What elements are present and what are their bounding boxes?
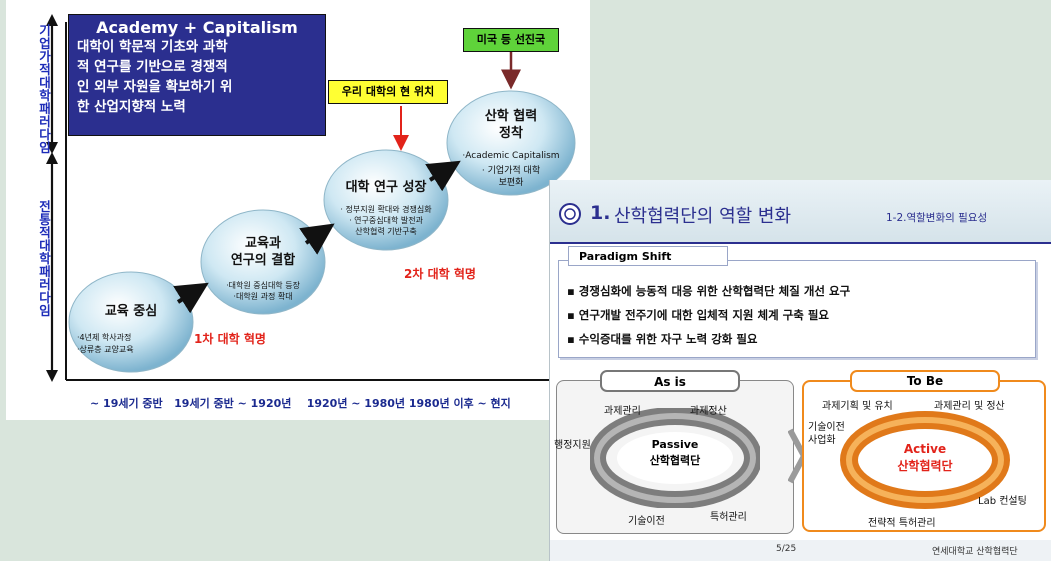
to-be-tag-mgmt-settlement: 과제관리 및 정산 (934, 401, 1005, 412)
info-line-4: 한 산업지향적 노력 (77, 99, 186, 115)
header-divider (550, 242, 1051, 244)
stage-1-bullet-2: ·상류층 교양교육 (77, 345, 134, 354)
stage-bubble-4 (446, 90, 576, 196)
revolution-2-label: 2차 대학 혁명 (404, 267, 476, 281)
revolution-1-label: 1차 대학 혁명 (194, 332, 266, 346)
as-is-tag-tech-transfer: 기술이전 (628, 516, 665, 527)
as-is-center-line-1: Passive (651, 438, 699, 451)
as-is-ring (590, 408, 760, 508)
bullet-1: ▪ 경쟁심화에 능동적 대응 위한 산학협력단 체질 개선 요구 (567, 284, 851, 298)
callout-advanced-countries: 미국 등 선진국 (463, 28, 559, 52)
progress-arrow-1 (173, 282, 209, 314)
stage-1-title: 교육 중심 (104, 304, 158, 319)
stage-bubble-1 (68, 271, 194, 373)
info-box: Academy + Capitalism 대학이 학문적 기초와 과학 적 연구… (68, 14, 326, 136)
stage-1-bullet-1: ·4년제 학사과정 (77, 333, 132, 342)
to-be-center-line-2: 산학협력단 (897, 459, 953, 473)
stage-4-bullet-2: · 기업가적 대학 (481, 166, 541, 176)
info-line-3: 인 외부 자원을 확보하기 위 (77, 79, 233, 95)
stage-4-title-line-2: 정착 (499, 126, 523, 141)
left-slide: 기업가적 대학패러다임 전통적 대학패러다임 Academy + Capital… (6, 0, 590, 420)
paradigm-shift-label: Paradigm Shift (568, 246, 728, 266)
timeline-labels: ~ 19세기 중반 19세기 중반 ~ 1920년 1920년 ~ 1980년 … (90, 397, 511, 410)
stage-4-bullet-3: 보편화 (498, 178, 524, 188)
to-be-tag-tech-transfer: 기술이전 (808, 422, 845, 433)
info-box-title: Academy + Capitalism (96, 18, 298, 37)
stage-2-title-line-2: 연구의 결합 (230, 253, 296, 268)
stage-bubble-2 (200, 209, 326, 315)
to-be-tag-planning: 과제기획 및 유치 (822, 401, 893, 412)
info-line-2: 적 연구를 기반으로 경쟁적 (77, 59, 228, 75)
stage-2-bullet-2: ·대학원 과정 확대 (233, 292, 293, 301)
stage-2-bullet-1: ·대학원 중심대학 등장 (226, 281, 300, 290)
stage-2-title-line-1: 교육과 (245, 236, 281, 251)
as-is-center-line-2: 산학협력단 (649, 454, 701, 467)
bullet-2: ▪ 연구개발 전주기에 대한 입체적 지원 체계 구축 필요 (567, 308, 830, 322)
slide-subtitle: 1-2.역할변화의 필요성 (886, 212, 988, 224)
slide-footer: 5/25 연세대학교 산학협력단 (550, 540, 1051, 561)
stage-3-bullet-2: · 연구중심대학 발전과 (349, 216, 423, 225)
progress-arrow-2 (299, 223, 335, 255)
as-is-tag-project-mgmt: 과제관리 (604, 406, 641, 417)
page-number: 5/25 (776, 544, 797, 554)
stage-4-title-line-1: 산학 협력 (484, 109, 538, 124)
slide-title: 산학협력단의 역할 변화 (614, 206, 792, 227)
paradigm-box: ▪ 경쟁심화에 능동적 대응 위한 산학협력단 체질 개선 요구 ▪ 연구개발 … (558, 260, 1036, 358)
side-label-traditional: 전통적 대학패러다임 (39, 199, 51, 318)
to-be-ring (840, 411, 1010, 509)
stage-4-bullet-1: ·Academic Capitalism (462, 151, 560, 161)
stage-3-bullet-3: 산학협력 기반구축 (355, 227, 417, 236)
to-be-tag-strategic-patent: 전략적 특허관리 (868, 518, 936, 529)
callout-current-position: 우리 대학의 현 위치 (328, 80, 448, 104)
to-be-label: To Be (850, 370, 1000, 392)
as-is-label: As is (600, 370, 740, 392)
right-slide: 1. 산학협력단의 역할 변화 1-2.역할변화의 필요성 ▪ 경쟁심화에 능동… (549, 180, 1051, 561)
side-label-entrepreneurial: 기업가적 대학패러다임 (39, 23, 51, 155)
to-be-tag-lab-consulting: Lab 컨설팅 (978, 496, 1027, 507)
left-slide-graphics (46, 14, 590, 382)
as-is-tag-patent-mgmt: 특허관리 (710, 512, 747, 523)
as-is-tag-project-settlement: 과제정산 (690, 406, 727, 417)
progress-arrow-3 (425, 160, 461, 192)
university-emblem-icon (559, 203, 581, 225)
to-be-center-line-1: Active (903, 442, 947, 456)
to-be-tag-commercialization: 사업화 (808, 435, 836, 446)
stage-3-title: 대학 연구 성장 (345, 180, 427, 195)
slide-title-number: 1. (590, 202, 611, 224)
info-line-1: 대학이 학문적 기초와 과학 (77, 39, 228, 55)
slide-header: 1. 산학협력단의 역할 변화 1-2.역할변화의 필요성 (550, 180, 1051, 242)
stage-bubble-3 (323, 149, 449, 251)
as-is-tag-admin-support: 행정지원 (554, 440, 591, 451)
bullet-3: ▪ 수익증대를 위한 자구 노력 강화 필요 (567, 332, 758, 346)
footer-org: 연세대학교 산학협력단 (932, 547, 1018, 557)
stage-3-bullet-1: · 정부지원 확대와 경쟁심화 (340, 205, 432, 214)
